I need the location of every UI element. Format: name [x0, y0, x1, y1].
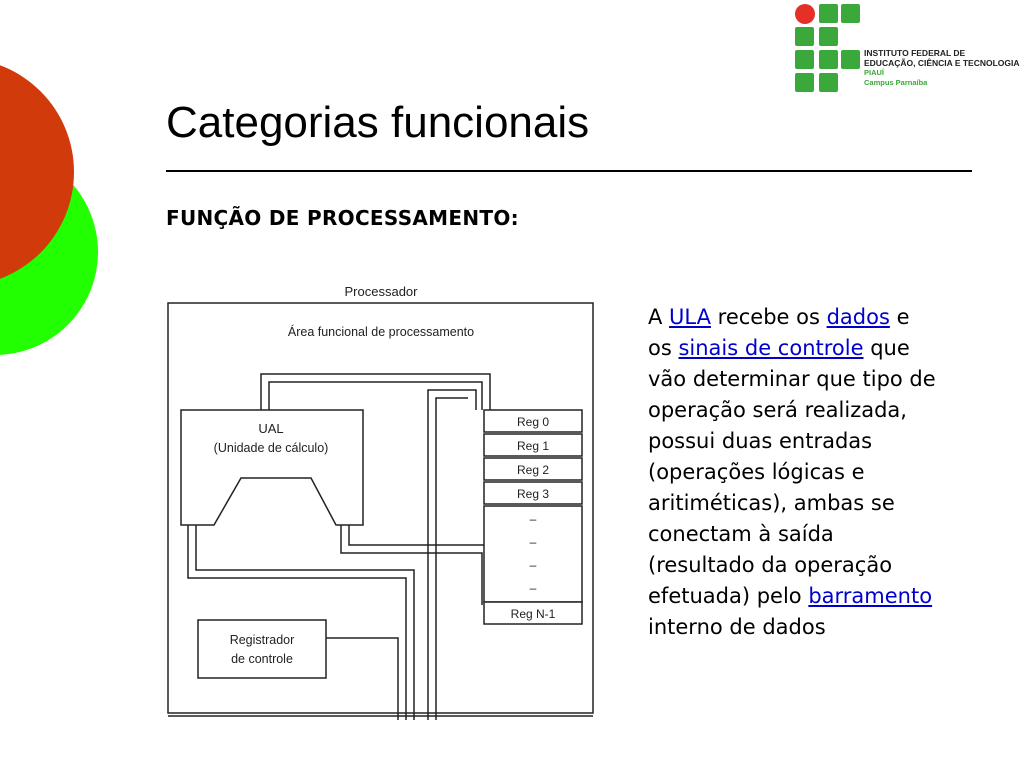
control-register-label-2: de controle — [231, 652, 293, 666]
red-circle — [0, 65, 74, 279]
register-label: Reg 3 — [517, 487, 549, 501]
alu-box — [180, 409, 364, 526]
slide-subtitle: FUNÇÃO DE PROCESSAMENTO: — [166, 206, 519, 230]
logo-line-3: PIAUÍ — [864, 68, 885, 77]
logo-green-blocks — [795, 4, 860, 92]
body-text-part: e os — [648, 305, 910, 360]
register-ellipsis: – — [530, 535, 537, 549]
institute-logo — [795, 4, 860, 92]
logo-red-dot — [795, 4, 815, 24]
register-ellipsis: – — [530, 512, 537, 526]
register-label: Reg 2 — [517, 463, 549, 477]
link-sinais-de-controle[interactable]: sinais de controle — [678, 336, 864, 360]
register-stack — [483, 409, 583, 625]
register-label: Reg 1 — [517, 439, 549, 453]
logo-line-4: Campus Parnaíba — [864, 78, 928, 87]
logo-line-1: INSTITUTO FEDERAL DE — [864, 48, 966, 58]
processor-diagram: Processador Área funcional de processame… — [167, 284, 594, 720]
processor-box — [167, 302, 594, 714]
decorative-circles — [0, 65, 98, 355]
title-divider — [166, 170, 972, 172]
body-text-part: recebe os — [710, 305, 827, 329]
body-text: A ULA recebe os dados e os sinais de con… — [648, 302, 938, 643]
alu-label: UAL — [258, 421, 283, 436]
register-ellipsis: – — [530, 558, 537, 572]
logo-text: INSTITUTO FEDERAL DE EDUCAÇÃO, CIÊNCIA E… — [864, 48, 1020, 88]
diagram-title: Processador — [345, 284, 419, 299]
body-text-part: que vão determinar que tipo de operação … — [648, 336, 936, 608]
link-barramento[interactable]: barramento — [808, 584, 933, 608]
link-dados[interactable]: dados — [826, 305, 890, 329]
register-ellipsis: – — [530, 581, 537, 595]
control-register-label-1: Registrador — [230, 633, 295, 647]
register-label: Reg N-1 — [511, 607, 556, 621]
alu-sublabel: (Unidade de cálculo) — [214, 441, 329, 455]
register-label: Reg 0 — [517, 415, 549, 429]
diagram-area-label: Área funcional de processamento — [288, 324, 474, 339]
body-text-part: interno de dados — [648, 615, 826, 639]
slide-title: Categorias funcionais — [166, 98, 590, 147]
control-register-box — [197, 619, 327, 679]
link-ula[interactable]: ULA — [669, 305, 711, 329]
body-text-part: A — [648, 305, 670, 329]
logo-line-2: EDUCAÇÃO, CIÊNCIA E TECNOLOGIA — [864, 58, 1020, 68]
